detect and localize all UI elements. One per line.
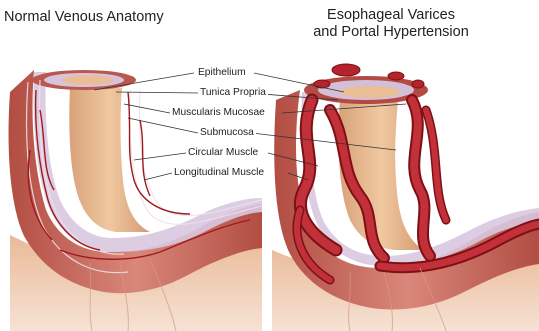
title-varices: Esophageal Varices and Portal Hypertensi…: [266, 7, 516, 41]
label-circular-muscle: Circular Muscle: [186, 147, 260, 159]
title-normal-venous-anatomy: Normal Venous Anatomy: [4, 9, 164, 26]
label-submucosa: Submucosa: [198, 127, 256, 139]
label-epithelium: Epithelium: [196, 67, 248, 79]
label-longitudinal-muscle: Longitudinal Muscle: [172, 167, 266, 179]
label-muscularis-mucosae: Muscularis Mucosae: [170, 107, 267, 119]
lumen-left: [69, 88, 150, 232]
title-varices-line1: Esophageal Varices: [266, 7, 516, 24]
title-varices-line2: and Portal Hypertension: [266, 24, 516, 41]
label-tunica-propria: Tunica Propria: [198, 87, 268, 99]
